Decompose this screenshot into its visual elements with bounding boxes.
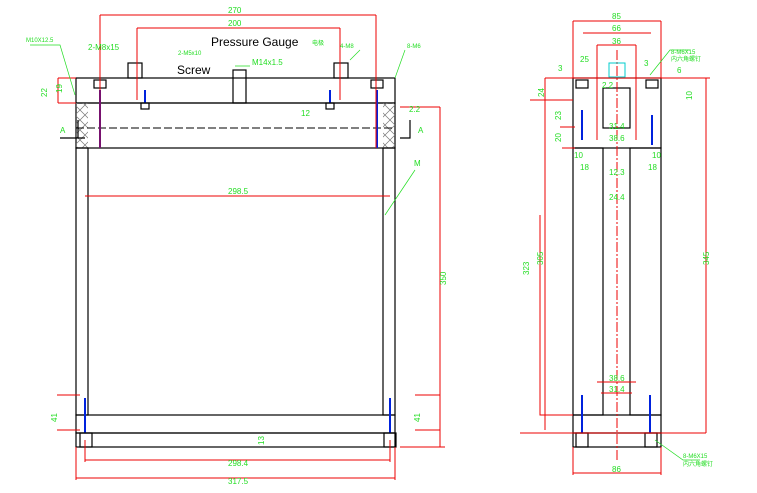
dim-24: 24 <box>537 88 546 97</box>
dim-3b: 3 <box>644 59 649 68</box>
dim-6: 6 <box>677 66 682 75</box>
note-electrode: 电极 <box>312 39 324 47</box>
gauge-port <box>232 69 247 104</box>
dim-19: 19 <box>55 84 64 93</box>
section-mark-left: A <box>60 126 66 135</box>
dim-bolt-span: 298.4 <box>228 459 249 468</box>
note-m8: 2-M8x15 <box>88 43 120 52</box>
dim-305: 305 <box>536 251 545 265</box>
right-wall <box>382 147 396 416</box>
note-m14: M14x1.5 <box>252 58 283 67</box>
dim-13: 13 <box>257 436 266 445</box>
dim-86: 86 <box>612 465 621 474</box>
screw-callout: Screw <box>177 63 211 77</box>
dim-38-6: 38.6 <box>609 134 625 143</box>
dim-24-4: 24.4 <box>609 193 625 202</box>
note-bottom: 8-M6X15 <box>683 454 708 460</box>
top-frame <box>75 102 396 149</box>
screw-head <box>127 62 143 79</box>
left-wall <box>75 147 89 416</box>
dim-overall-width: 317.5 <box>228 477 249 486</box>
dim-345: 345 <box>702 251 711 265</box>
pressure-gauge-callout: Pressure Gauge <box>211 35 299 49</box>
note-top-2: 内六角螺钉 <box>671 55 701 63</box>
fitting <box>608 62 626 78</box>
dim-inner-width: 298.5 <box>228 187 249 196</box>
note-left: M10X12.5 <box>26 38 54 44</box>
note-right: 8-M6 <box>407 44 421 50</box>
dim-18a: 18 <box>580 163 589 172</box>
note-bottom-2: 内六角螺钉 <box>683 460 713 468</box>
front-view: 270 200 298.5 298.4 317.5 350 22 19 12 2… <box>26 6 448 486</box>
dim-23: 23 <box>554 111 563 120</box>
dim-20: 20 <box>554 133 563 142</box>
note-m5: 2-M5x10 <box>178 51 202 57</box>
dim-bottom-31-4: 31.4 <box>609 385 625 394</box>
dim-bottom-38-6: 38.6 <box>609 374 625 383</box>
dim-12: 12 <box>301 109 310 118</box>
dim-height: 350 <box>439 271 448 285</box>
note-top: 8-M6X15 <box>671 50 696 56</box>
screw-head <box>333 62 349 79</box>
side-dimension-labels: 85 66 36 25 3 3 6 24 10 2.2 23 20 31.4 3… <box>522 12 713 474</box>
dim-12-3: 12.3 <box>609 168 625 177</box>
dim-25: 25 <box>580 55 589 64</box>
bolt-head <box>370 79 384 89</box>
dim-66: 66 <box>612 24 621 33</box>
right-wall <box>629 147 662 416</box>
dim-323: 323 <box>522 261 531 275</box>
dim-41-right: 41 <box>413 413 422 422</box>
dim-3a: 3 <box>558 64 563 73</box>
dim-200: 200 <box>228 19 242 28</box>
note-m8b: 4-M8 <box>340 44 354 50</box>
dim-10a: 10 <box>574 151 583 160</box>
dim-270: 270 <box>228 6 242 15</box>
dim-10: 10 <box>685 91 694 100</box>
base-plate <box>75 432 396 448</box>
dim-top-thickness: 22 <box>40 88 49 97</box>
dim-31-4: 31.4 <box>609 122 625 131</box>
section-mark-right: A <box>418 126 424 135</box>
dim-85: 85 <box>612 12 621 21</box>
dim-36: 36 <box>612 37 621 46</box>
dim-2-2: 2.2 <box>409 105 421 114</box>
dim-41-left: 41 <box>50 413 59 422</box>
side-view: 85 66 36 25 3 3 6 24 10 2.2 23 20 31.4 3… <box>520 12 713 475</box>
dim-2-2: 2.2 <box>602 81 614 90</box>
dim-18b: 18 <box>648 163 657 172</box>
left-wall <box>572 147 604 416</box>
dim-10b: 10 <box>652 151 661 160</box>
material-mark: M <box>414 159 421 168</box>
bottom-plate <box>75 414 396 434</box>
front-dimension-labels: 270 200 298.5 298.4 317.5 350 22 19 12 2… <box>26 6 448 486</box>
top-plate <box>75 77 396 104</box>
